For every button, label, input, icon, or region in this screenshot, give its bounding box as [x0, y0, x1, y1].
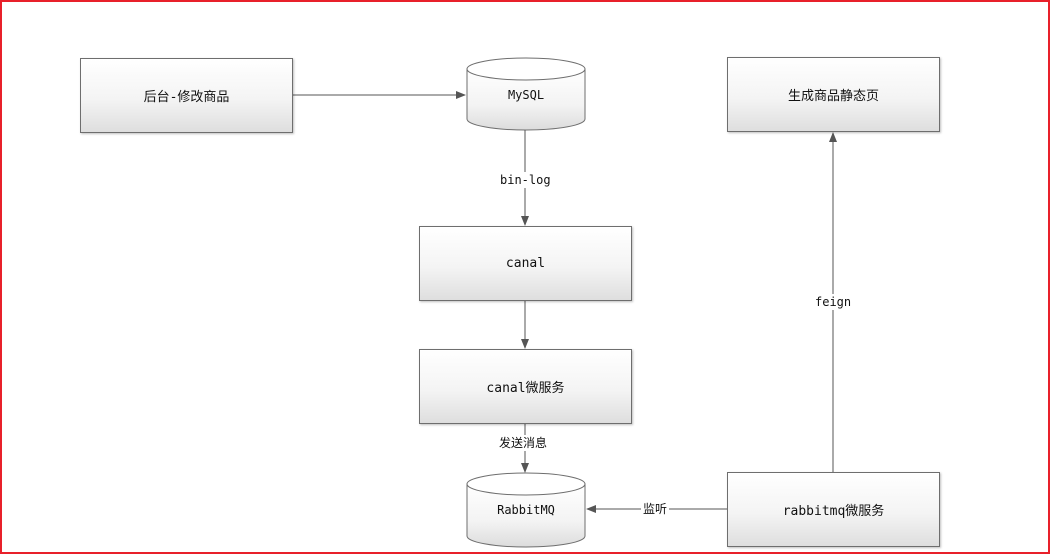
rabbitmq-cylinder-shape — [466, 472, 586, 548]
node-canal-label: canal — [505, 256, 546, 271]
edge-label-binlog: bin-log — [498, 172, 553, 188]
node-generate-static-page: 生成商品静态页 — [727, 57, 940, 132]
node-backend-edit-product: 后台-修改商品 — [80, 58, 293, 133]
node-canal: canal — [419, 226, 632, 301]
node-canal-microservice: canal微服务 — [419, 349, 632, 424]
node-backend-edit-product-label: 后台-修改商品 — [143, 90, 230, 105]
node-rabbitmq-label: RabbitMQ — [497, 503, 555, 517]
edge-label-feign: feign — [813, 294, 854, 310]
mysql-cylinder-shape — [466, 57, 586, 131]
edge-label-send-message: 发送消息 — [497, 435, 550, 451]
node-rabbitmq-microservice: rabbitmq微服务 — [727, 472, 940, 547]
node-generate-static-page-label: 生成商品静态页 — [787, 89, 879, 104]
edge-label-listen: 监听 — [641, 501, 670, 517]
node-canal-microservice-label: canal微服务 — [486, 381, 565, 396]
node-mysql-label: MySQL — [507, 88, 545, 102]
node-rabbitmq-microservice-label: rabbitmq微服务 — [782, 504, 885, 519]
